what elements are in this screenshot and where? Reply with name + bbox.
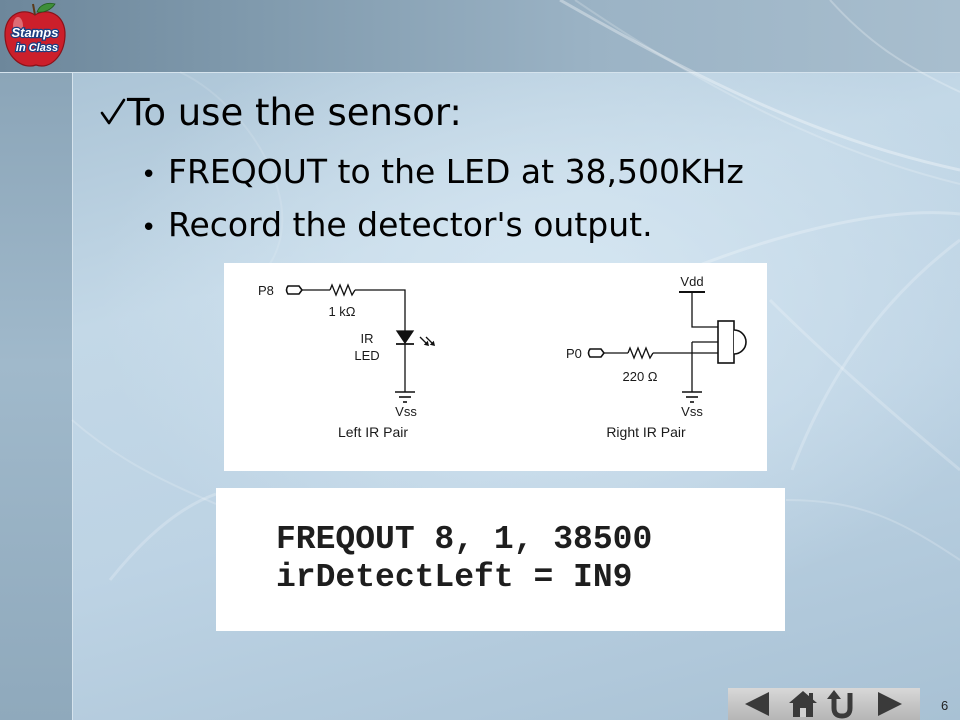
- slide-navigation-bar: [728, 688, 920, 720]
- previous-slide-icon: [745, 692, 769, 716]
- right-ir-pair-circuit: Vdd P0 220 Ω: [566, 274, 747, 440]
- bullet-item: • Record the detector's output.: [141, 205, 653, 245]
- apple-shape: [4, 11, 66, 67]
- circuit-caption: Left IR Pair: [338, 424, 408, 440]
- background-curve: [829, 0, 960, 93]
- ir-detector-symbol: [717, 320, 747, 364]
- background-curve: [574, 0, 960, 185]
- wire: [355, 289, 406, 331]
- resistor-symbol: [329, 283, 356, 297]
- supply-label: Vdd: [680, 274, 703, 289]
- logo-text-line1: Stamps: [12, 25, 59, 40]
- led-label: LED: [354, 348, 379, 363]
- pin-label: P8: [258, 283, 274, 298]
- ground-label: Vss: [681, 404, 703, 419]
- previous-slide-button[interactable]: [737, 688, 777, 720]
- bullet-text: FREQOUT to the LED at 38,500KHz: [168, 152, 744, 191]
- bullet-marker: •: [141, 213, 157, 243]
- connector-pin: [285, 285, 303, 295]
- next-slide-icon: [878, 692, 902, 716]
- ground-label: Vss: [395, 404, 417, 419]
- connector-pin: [587, 348, 605, 358]
- bullet-text: Record the detector's output.: [168, 205, 653, 244]
- led-label: IR: [361, 331, 374, 346]
- home-button[interactable]: [783, 688, 823, 720]
- apple-stem: [32, 3, 36, 16]
- left-band: [0, 73, 73, 720]
- background-curve: [790, 238, 960, 471]
- return-button[interactable]: [822, 688, 862, 720]
- resistor-label: 220 Ω: [622, 369, 657, 384]
- bullet-item: • FREQOUT to the LED at 38,500KHz: [141, 152, 744, 192]
- next-slide-button[interactable]: [870, 688, 910, 720]
- apple-leaf: [36, 2, 56, 13]
- wire: [691, 292, 718, 328]
- circuit-caption: Right IR Pair: [606, 424, 686, 440]
- ir-circuit-diagram: P8 1 kΩ IR LED: [224, 263, 767, 471]
- page-number: 6: [941, 698, 949, 713]
- code-line: irDetectLeft = IN9: [276, 559, 633, 596]
- apple-highlight: [13, 17, 23, 35]
- bullet-marker: •: [141, 160, 157, 190]
- background-curve: [768, 298, 960, 472]
- code-snippet-panel: FREQOUT 8, 1, 38500 irDetectLeft = IN9: [216, 488, 785, 631]
- stamps-in-class-logo: Stamps in Class: [4, 2, 66, 67]
- background-curve: [71, 419, 217, 505]
- logo-text-line2: in Class: [16, 42, 58, 54]
- left-ir-pair-circuit: P8 1 kΩ IR LED: [258, 283, 435, 440]
- resistor-label: 1 kΩ: [328, 304, 355, 319]
- ir-circuit-schematic: P8 1 kΩ IR LED: [258, 274, 747, 440]
- top-band: [0, 0, 960, 73]
- checkmark-icon: [100, 98, 126, 125]
- pin-label: P0: [566, 346, 582, 361]
- background-curve: [785, 499, 960, 561]
- resistor-symbol: [627, 346, 654, 360]
- code-line: FREQOUT 8, 1, 38500: [276, 521, 653, 558]
- ground-symbol: [395, 391, 415, 403]
- home-icon: [789, 691, 817, 717]
- led-symbol: [395, 330, 415, 345]
- return-icon: [827, 690, 853, 719]
- ground-symbol: [682, 391, 702, 403]
- background-curve: [108, 492, 217, 581]
- slide-heading: To use the sensor:: [127, 91, 462, 134]
- light-emission-arrows-icon: [419, 336, 435, 346]
- background-curve: [559, 0, 960, 172]
